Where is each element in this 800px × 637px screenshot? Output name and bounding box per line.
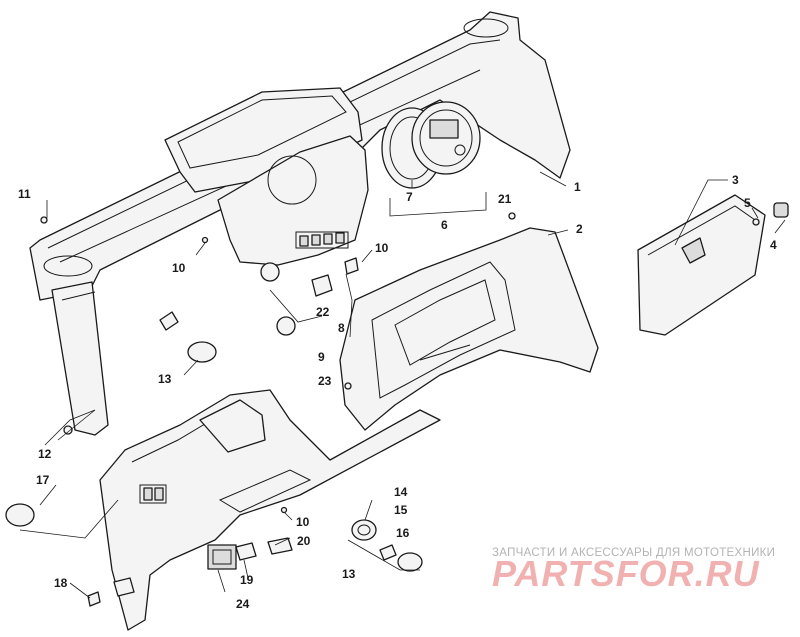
callout-12: 12 bbox=[38, 447, 52, 461]
leader-lines bbox=[19, 171, 786, 599]
callout-15: 15 bbox=[394, 503, 408, 517]
callout-1: 1 bbox=[574, 180, 581, 194]
callout-17: 17 bbox=[36, 473, 50, 487]
watermark-tagline: ЗАПЧАСТИ И АКСЕССУАРЫ ДЛЯ МОТОТЕХНИКИ bbox=[492, 547, 775, 559]
callout-7: 7 bbox=[406, 190, 413, 204]
callout-9: 9 bbox=[318, 350, 325, 364]
callout-13-lower: 13 bbox=[342, 567, 356, 581]
callout-23: 23 bbox=[318, 374, 332, 388]
callout-19: 19 bbox=[240, 573, 254, 587]
center-console-bezel bbox=[217, 135, 369, 282]
callout-10-left: 10 bbox=[172, 261, 186, 275]
callout-numbers: 1 2 3 4 5 6 7 8 9 10 10 10 11 12 13 13 1… bbox=[18, 173, 777, 611]
callout-4: 4 bbox=[770, 238, 777, 252]
latch-assembly bbox=[752, 202, 789, 226]
callout-24: 24 bbox=[236, 597, 250, 611]
callout-10-center: 10 bbox=[375, 241, 389, 255]
callout-16: 16 bbox=[396, 526, 410, 540]
lower-left-panel bbox=[99, 389, 441, 631]
callout-18: 18 bbox=[54, 576, 68, 590]
callout-6: 6 bbox=[441, 218, 448, 232]
callout-21: 21 bbox=[498, 192, 512, 206]
callout-10-lower: 10 bbox=[296, 515, 310, 529]
callout-8: 8 bbox=[338, 321, 345, 335]
callout-22: 22 bbox=[316, 305, 330, 319]
callout-13-upper: 13 bbox=[158, 372, 172, 386]
watermark-logo: PARTSFOR.RU bbox=[492, 553, 760, 594]
gauge-cluster bbox=[381, 101, 481, 189]
callout-11: 11 bbox=[18, 187, 31, 201]
watermark: ЗАПЧАСТИ И АКСЕССУАРЫ ДЛЯ МОТОТЕХНИКИ PA… bbox=[492, 547, 775, 594]
glovebox-door bbox=[637, 194, 766, 336]
small-parts bbox=[5, 212, 516, 607]
callout-2: 2 bbox=[576, 222, 583, 236]
callout-5: 5 bbox=[744, 196, 751, 210]
lower-dash-glovebox-frame bbox=[339, 227, 599, 431]
callout-3: 3 bbox=[732, 173, 739, 187]
callout-14: 14 bbox=[394, 485, 408, 499]
callout-20: 20 bbox=[297, 534, 311, 548]
